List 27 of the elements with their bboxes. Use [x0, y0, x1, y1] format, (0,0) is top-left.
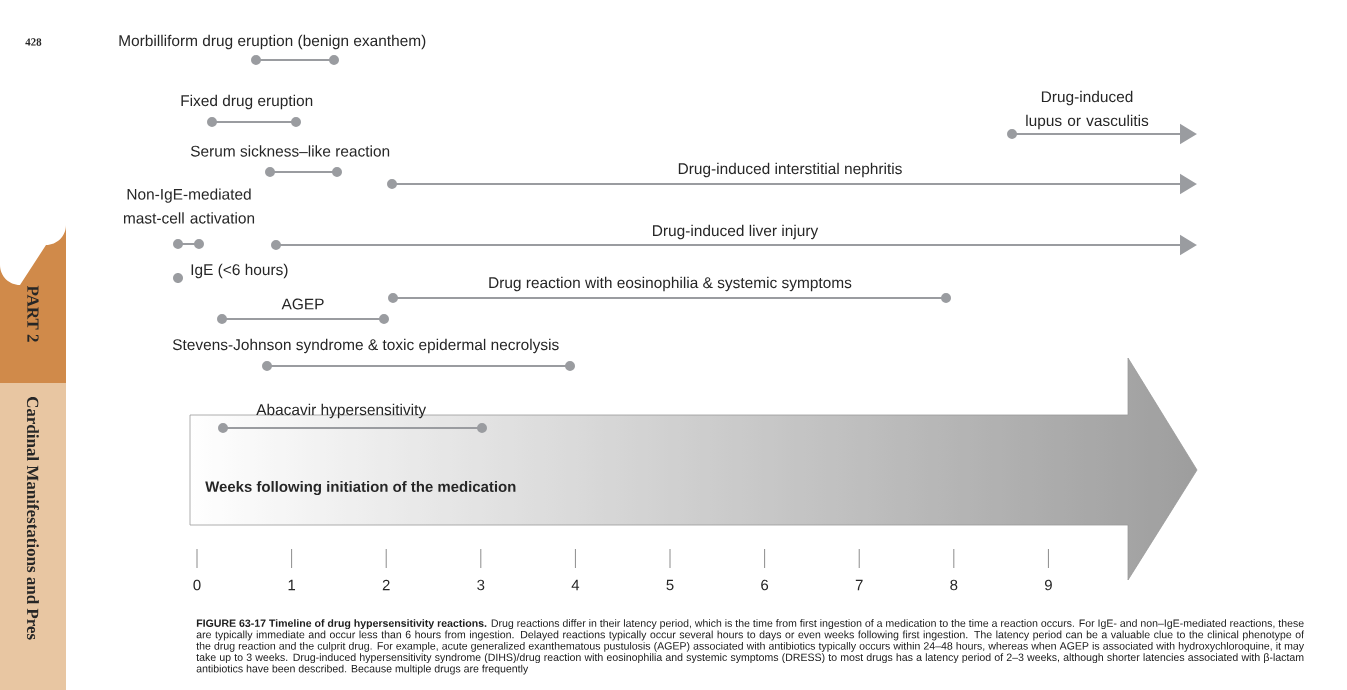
reaction-label: Drug-induced liver injury	[653, 224, 819, 240]
tick-label: 8	[950, 579, 958, 591]
running-head: Cardinal Manifestations and Pres	[26, 397, 40, 640]
page-number: 428	[25, 38, 42, 46]
reaction-label: Stevens-Johnson syndrome & toxic epidermal necrolysis	[172, 338, 559, 354]
part-label: PART 2	[27, 285, 39, 342]
reaction-label: AGEP	[281, 298, 324, 310]
tick-label: 1	[288, 579, 296, 591]
reaction-label: Morbilliform drug eruption (benign exanthem)	[119, 34, 426, 50]
reaction-label: IgE (<6 hours)	[191, 263, 288, 279]
caption-text: FIGURE 63-17 Timeline of drug hypersensitivity reactions. Drug reactions differ in their latency period, which is the time from first ingestion of a medication to the time a reaction occurs. For IgE- and non–IgE-mediated reactions, these are typically immediate and occur less than 6 hours from ingestion. Delayed reactions typically occur several hours to days or even weeks following first ingestion. The latency period can be a valuable clue to the clinical phenotype of the drug reaction and the culprit drug. For example, acute generalized exanthematous pustulosis (AGEP) associated with antibiotics typically occurs within 24–48 hours, whereas when AGEP is associated with hydroxychloroquine, it may take up to 3 weeks. Drug-induced hypersensitivity syndrome (DIHS)/drug reaction with eosinophilia and systemic symptoms (DRESS) to most drugs has a latency period of 2–3 weeks, although shorter latencies associated with β-lactam antibiotics have been described. Because multiple drugs are frequently	[196, 619, 1305, 675]
tick-label: 5	[666, 579, 674, 591]
tick-label: 7	[855, 579, 863, 591]
reaction-label: Fixed drug eruption	[181, 94, 313, 110]
tick-label: 3	[477, 579, 485, 591]
tick-label: 9	[1044, 579, 1052, 591]
reaction-label: Non-IgE-mediated mast-cell activation	[123, 188, 255, 224]
reaction-label: Drug reaction with eosinophilia & systemic symptoms	[489, 276, 852, 292]
reaction-label: Abacavir hypersensitivity	[256, 403, 427, 419]
tick-label: 4	[571, 579, 580, 591]
tick-label: 2	[382, 579, 390, 591]
reaction-label: Serum sickness–like reaction	[190, 145, 390, 157]
tick-label: 6	[761, 579, 769, 591]
tick-label: 0	[193, 579, 201, 591]
axis-title: Weeks following initiation of the medication	[205, 481, 516, 495]
reaction-label: Drug-induced lupus or vasculitis	[1026, 90, 1149, 130]
reaction-label: Drug-induced interstitial nephritis	[678, 162, 902, 178]
